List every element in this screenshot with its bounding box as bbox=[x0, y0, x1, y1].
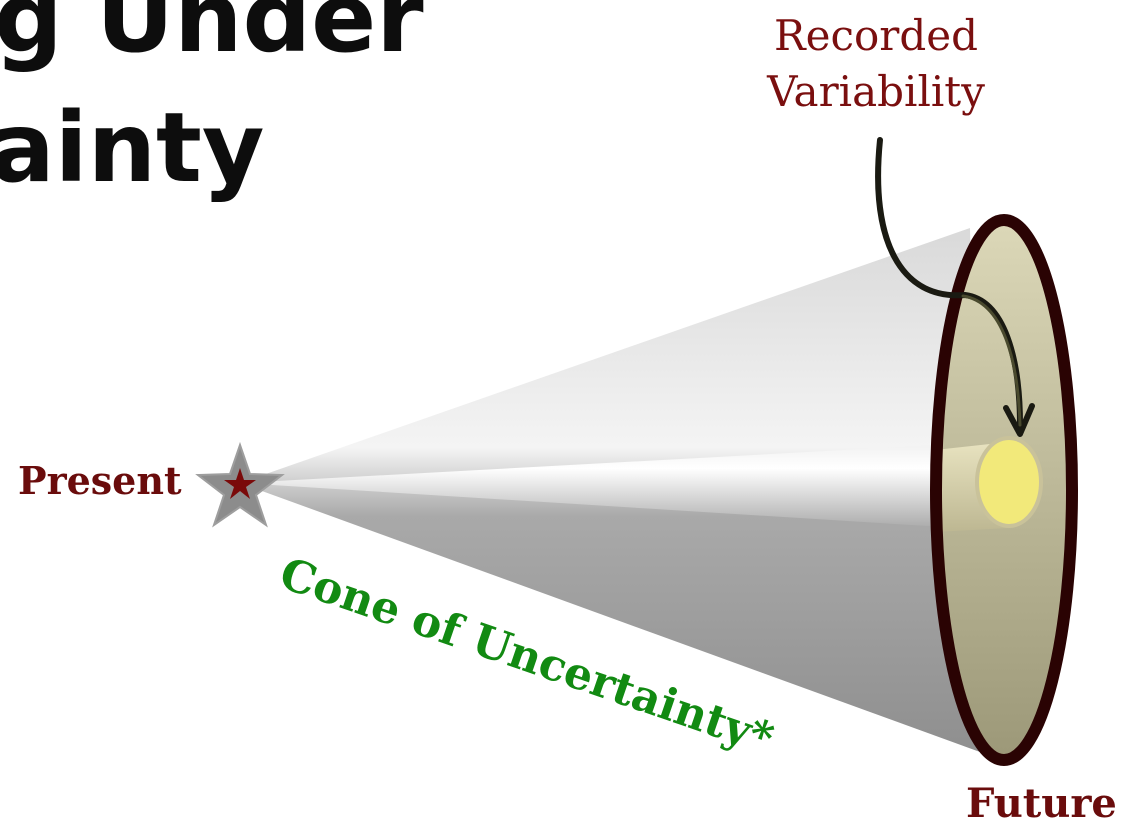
recorded-variability-cone bbox=[240, 442, 992, 530]
cone-rim-ring bbox=[930, 214, 1078, 766]
slide-title-line-2: ainty bbox=[0, 92, 265, 204]
recorded-variability-label: Recorded Variability bbox=[752, 8, 1000, 120]
slide-title-line-1: g Under bbox=[0, 0, 424, 74]
recorded-variability-line-1: Recorded bbox=[774, 11, 978, 60]
future-label: Future bbox=[966, 780, 1117, 827]
arrow-head-icon bbox=[1003, 403, 1035, 437]
present-label: Present bbox=[18, 458, 182, 503]
recorded-variability-line-2: Variability bbox=[767, 67, 985, 116]
recorded-variability-disc bbox=[975, 436, 1043, 528]
